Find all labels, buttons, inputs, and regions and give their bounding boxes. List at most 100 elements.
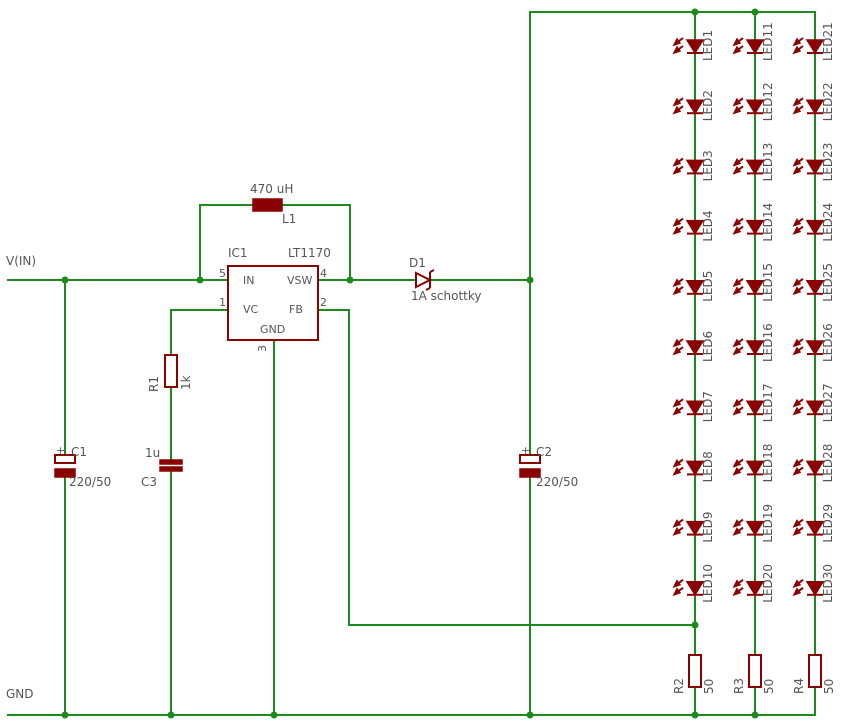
led: LED29 [792, 504, 835, 543]
led-triangle [805, 39, 825, 55]
led-triangle [745, 460, 765, 476]
diode-body [415, 271, 433, 289]
light-arrow-head [732, 286, 742, 296]
light-arrow-head [672, 579, 682, 589]
pin-vsw-number: 4 [320, 267, 327, 280]
led: LED21 [792, 22, 835, 61]
led-column: LED11LED12LED13LED14LED15LED16LED17LED18… [732, 11, 775, 716]
led: LED23 [792, 143, 835, 181]
light-arrow-head [792, 157, 802, 167]
led-label: LED15 [761, 263, 775, 302]
light-arrow-head [792, 338, 802, 348]
led-strings: LED1LED2LED3LED4LED5LED6LED7LED8LED9LED1… [672, 11, 835, 716]
light-arrow-head [792, 406, 802, 416]
led-label: LED19 [761, 504, 775, 543]
led: LED18 [732, 444, 775, 483]
pin-in-label: IN [243, 274, 254, 287]
capacitor-plate [159, 466, 183, 472]
light-arrow-head [732, 278, 742, 288]
led-triangle [805, 581, 825, 597]
light-arrow-head [672, 346, 682, 356]
led-label: LED18 [761, 444, 775, 483]
light-arrow-head [672, 587, 682, 597]
light-arrow-head [732, 579, 742, 589]
led-triangle [745, 340, 765, 356]
led-label: LED4 [701, 210, 715, 241]
pin-vsw-label: VSW [287, 274, 313, 287]
led-triangle [745, 400, 765, 416]
junction-dot [526, 276, 534, 284]
light-arrow-head [672, 37, 682, 47]
light-arrow-head [792, 458, 802, 468]
light-arrow-head [672, 218, 682, 227]
light-arrow-head [792, 346, 802, 356]
led-triangle [805, 159, 825, 175]
led-label: LED5 [701, 271, 715, 302]
light-arrow-head [732, 157, 742, 167]
pin-vc-label: VC [243, 303, 259, 316]
junction-dot [270, 711, 278, 719]
r4-name: R4 [792, 678, 806, 694]
junction-dot [751, 711, 759, 719]
led: LED9 [672, 511, 715, 543]
pin-in-number: 5 [219, 267, 226, 280]
capacitor-plate-negative [54, 468, 76, 478]
light-arrow-head [672, 466, 682, 476]
c2-name: C2 [536, 445, 552, 459]
light-arrow-head [792, 226, 802, 235]
resistor-body [164, 354, 178, 388]
light-arrow-head [672, 157, 682, 167]
light-arrow-head [792, 466, 802, 476]
capacitor-c2: + C2 220/50 [519, 444, 578, 489]
led: LED12 [732, 82, 775, 121]
ic-body [227, 265, 319, 341]
light-arrow-head [732, 587, 742, 597]
light-arrow-head [672, 338, 682, 348]
led-triangle [805, 99, 825, 115]
light-arrow-head [732, 346, 742, 356]
led: LED20 [732, 564, 775, 603]
light-arrow-head [672, 398, 682, 408]
gnd-label: GND [6, 687, 34, 701]
diode-value: 1A schottky [411, 289, 482, 303]
light-arrow-head [732, 226, 742, 235]
capacitor-c3: 1u C3 [141, 446, 183, 489]
inductor-l1: 470 uH L1 [250, 182, 296, 226]
led-label: LED8 [701, 451, 715, 482]
led: LED8 [672, 451, 715, 482]
led: LED10 [672, 564, 715, 603]
led: LED17 [732, 383, 775, 422]
ic-name: IC1 [228, 246, 248, 260]
r3-name: R3 [732, 678, 746, 694]
led: LED5 [672, 271, 715, 302]
c1-value: 220/50 [69, 475, 111, 489]
led-label: LED28 [821, 444, 835, 483]
pin-fb-number: 2 [320, 296, 327, 309]
led-label: LED3 [701, 150, 715, 181]
led-triangle [745, 39, 765, 55]
junction-dot [61, 711, 69, 719]
led-label: LED11 [761, 22, 775, 61]
junction-dot [196, 276, 204, 284]
led-label: LED29 [821, 504, 835, 543]
junction-dot [691, 8, 699, 16]
led-label: LED21 [821, 22, 835, 61]
junction-dot [751, 8, 759, 16]
pin-gnd-number: 3 [256, 345, 269, 352]
led: LED26 [792, 323, 835, 362]
light-arrow-head [732, 527, 742, 536]
led-triangle [805, 280, 825, 296]
led-triangle [685, 340, 705, 356]
led: LED11 [732, 22, 775, 61]
led-label: LED1 [701, 30, 715, 61]
led-triangle [685, 460, 705, 476]
capacitor-plate-negative [519, 468, 541, 478]
led-triangle [805, 460, 825, 476]
junction-dot [691, 621, 699, 629]
polarity-plus: + [56, 444, 65, 457]
light-arrow-head [732, 338, 742, 348]
led-label: LED14 [761, 203, 775, 242]
led-label: LED17 [761, 383, 775, 422]
ic1: IC1 LT1170 IN VSW VC FB GND 5 4 1 2 3 [219, 246, 331, 352]
pin-gnd-label: GND [260, 323, 285, 336]
